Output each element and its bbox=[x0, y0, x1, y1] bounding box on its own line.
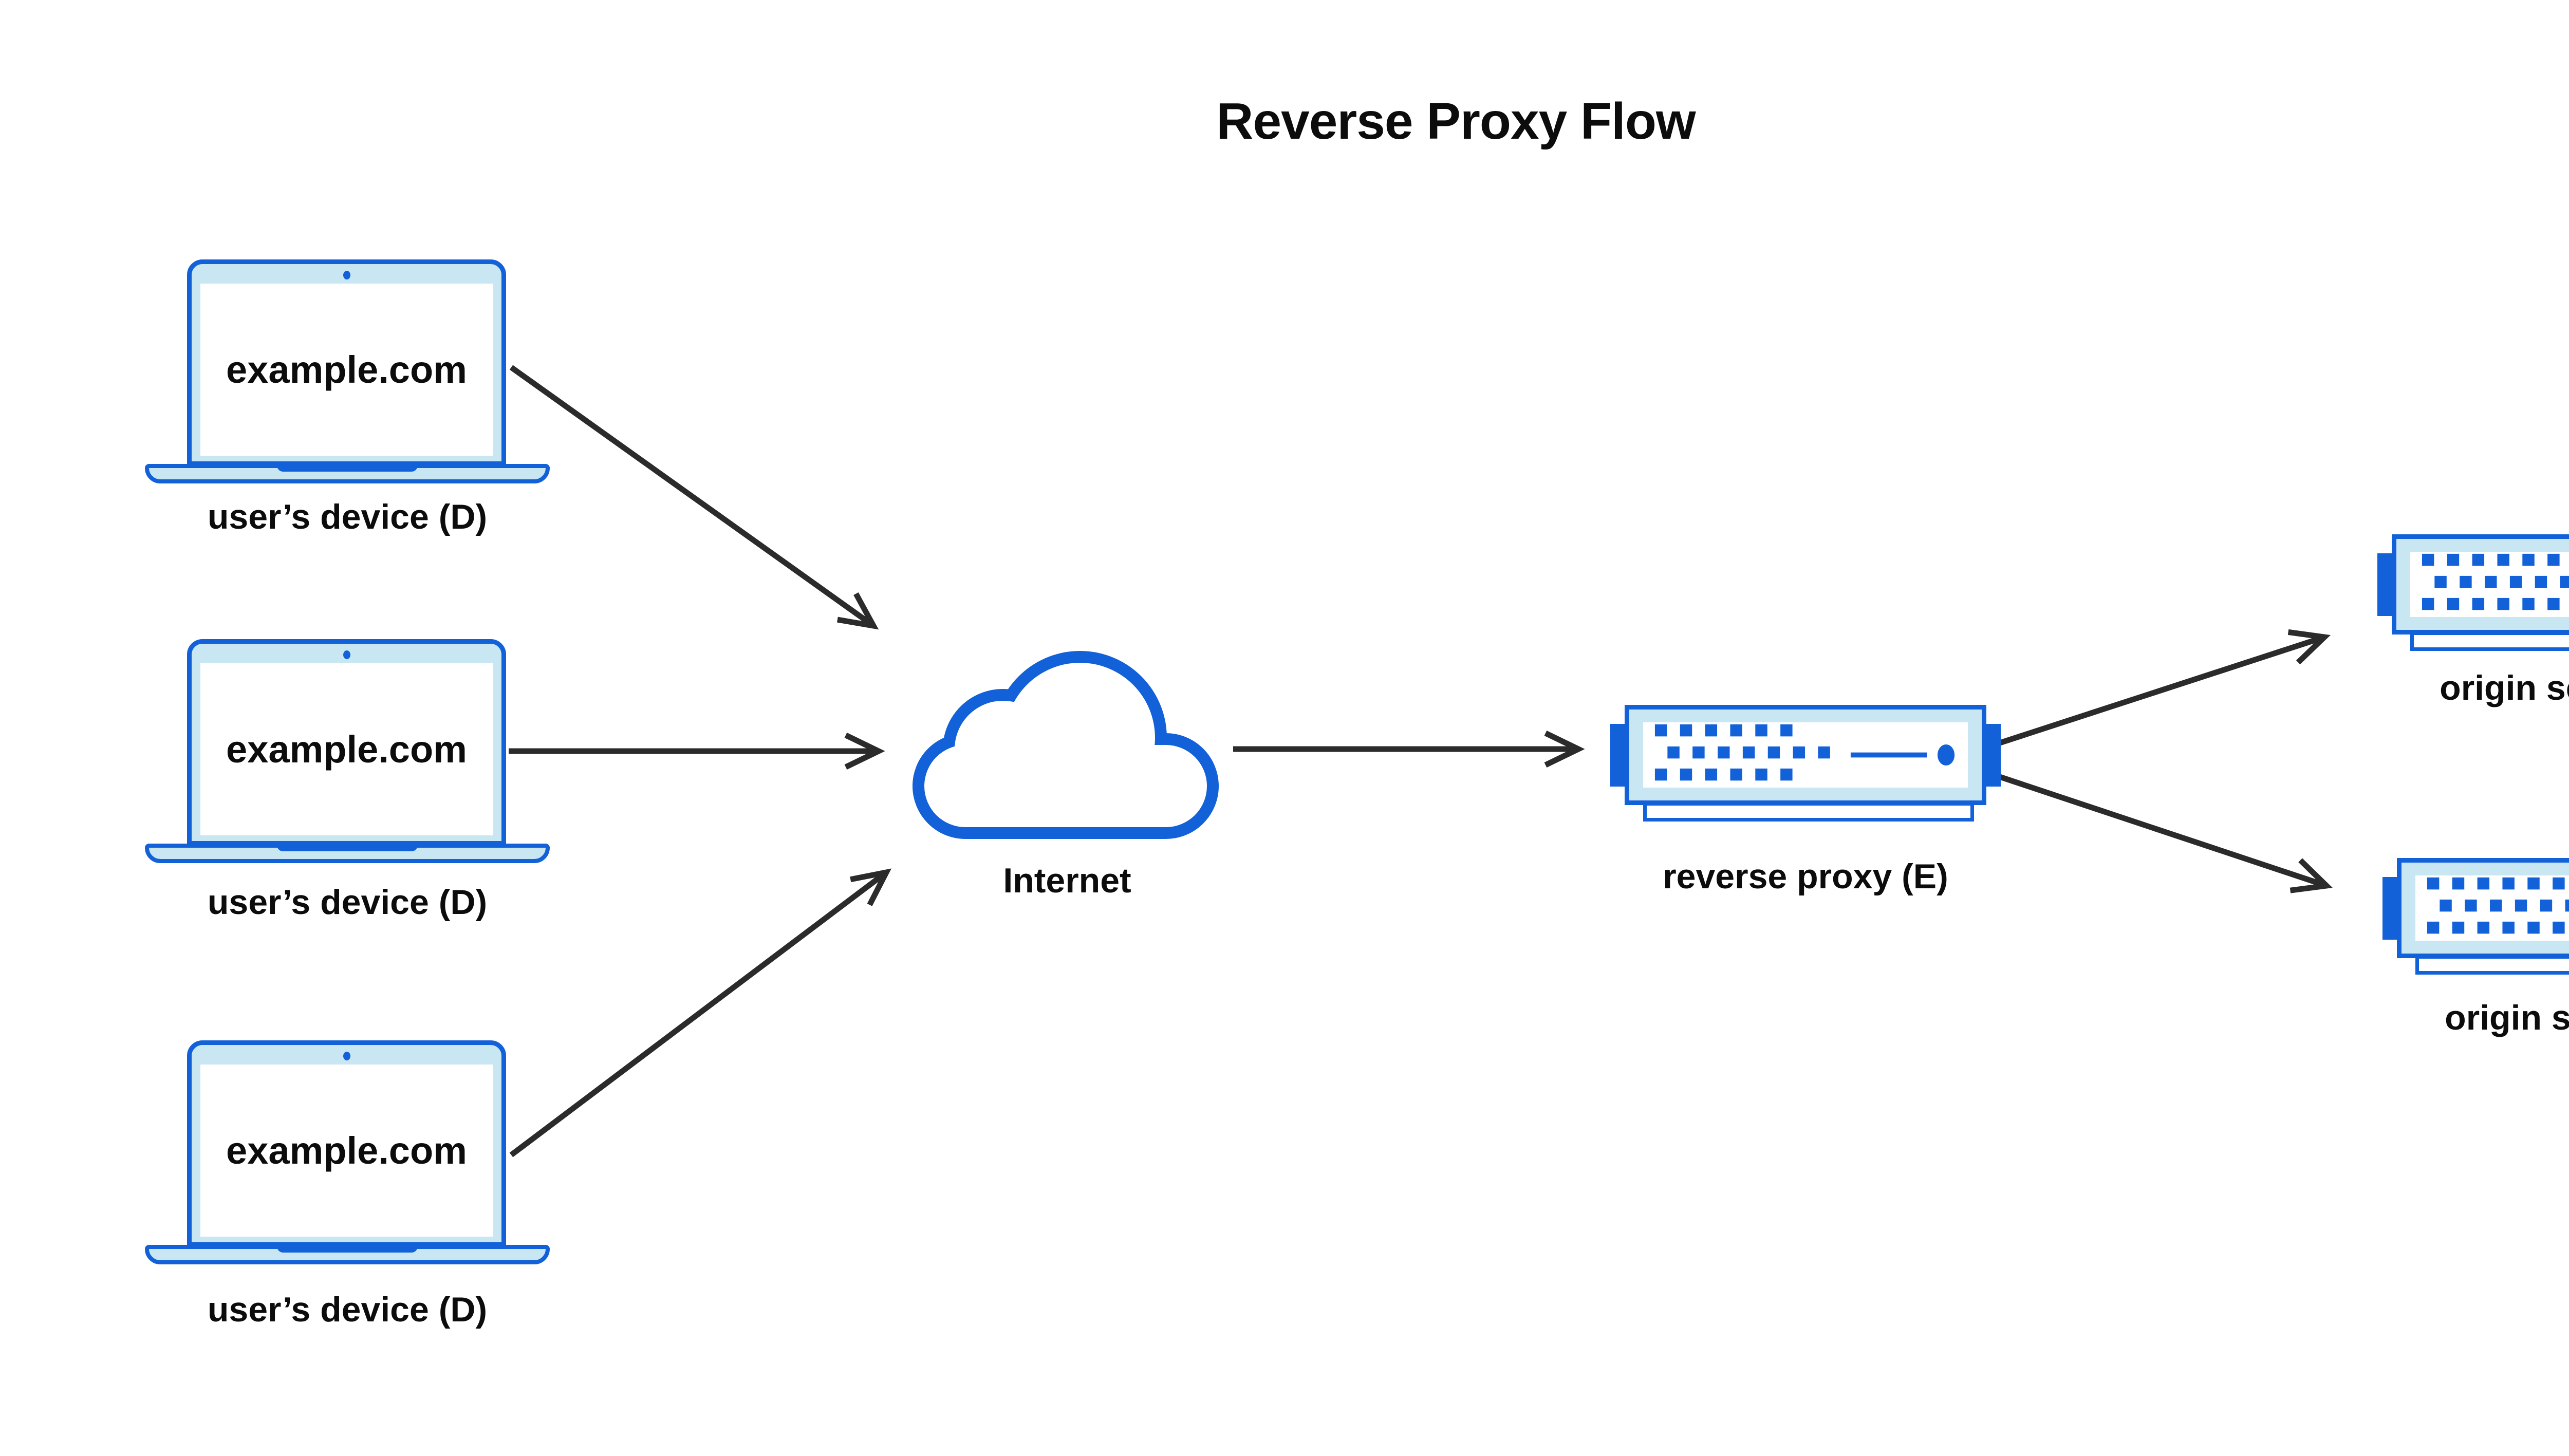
server-side-tab-left bbox=[1610, 724, 1625, 787]
screen-url-text: example.com bbox=[226, 348, 467, 391]
laptop-screen: example.com bbox=[200, 1065, 493, 1237]
internet-node bbox=[910, 642, 1224, 845]
device-3-label: user’s device (D) bbox=[207, 1290, 488, 1329]
laptop-device-2: example.com bbox=[145, 639, 550, 863]
origin-server-1-label: origin server (F) bbox=[2440, 668, 2569, 707]
server-front-panel bbox=[2415, 875, 2569, 941]
origin-server-2-label: origin server (F) bbox=[2445, 998, 2569, 1037]
server-front-panel bbox=[1643, 722, 1968, 788]
server-frame bbox=[2397, 858, 2569, 958]
server-vents-pattern bbox=[2427, 877, 2569, 934]
origin-server-2-icon bbox=[2382, 858, 2569, 975]
laptop-hinge bbox=[277, 464, 418, 472]
origin-server-1-icon bbox=[2377, 534, 2569, 651]
arrow-device1-to-internet bbox=[509, 365, 879, 630]
server-side-tab-left bbox=[2377, 553, 2392, 616]
laptop-hinge bbox=[277, 1245, 418, 1253]
internet-label: Internet bbox=[1003, 861, 1131, 900]
arrow-proxy-to-origin1 bbox=[1996, 629, 2331, 747]
server-side-tab-right bbox=[1986, 724, 2001, 787]
server-frame bbox=[1625, 705, 1986, 805]
webcam-dot-icon bbox=[343, 1052, 350, 1060]
laptop-device-1: example.com bbox=[145, 259, 550, 483]
device-1-label: user’s device (D) bbox=[207, 497, 488, 536]
server-led-dot bbox=[1937, 744, 1955, 766]
reverse-proxy-icon bbox=[1610, 705, 2001, 822]
laptop-screen: example.com bbox=[200, 663, 493, 835]
arrow-device3-to-internet bbox=[509, 868, 892, 1158]
laptop-screen: example.com bbox=[200, 284, 493, 456]
arrow-proxy-to-origin2 bbox=[1996, 773, 2333, 893]
laptop-hinge bbox=[277, 844, 418, 851]
device-2-label: user’s device (D) bbox=[207, 883, 488, 922]
laptop-device-3: example.com bbox=[145, 1040, 550, 1264]
screen-url-text: example.com bbox=[226, 1129, 467, 1172]
server-front-panel bbox=[2410, 552, 2569, 617]
server-side-tab-left bbox=[2382, 877, 2397, 940]
reverse-proxy-label: reverse proxy (E) bbox=[1663, 857, 1948, 896]
webcam-dot-icon bbox=[343, 650, 350, 659]
laptop-lid: example.com bbox=[187, 259, 506, 466]
laptop-lid: example.com bbox=[187, 1040, 506, 1247]
server-frame bbox=[2392, 534, 2569, 634]
internet-cloud-icon bbox=[913, 651, 1219, 839]
screen-url-text: example.com bbox=[226, 728, 467, 771]
server-vents-pattern bbox=[1654, 724, 1955, 781]
server-vents-pattern bbox=[2422, 553, 2569, 610]
webcam-dot-icon bbox=[343, 271, 350, 279]
diagram-title: Reverse Proxy Flow bbox=[1216, 92, 1696, 150]
laptop-lid: example.com bbox=[187, 639, 506, 846]
